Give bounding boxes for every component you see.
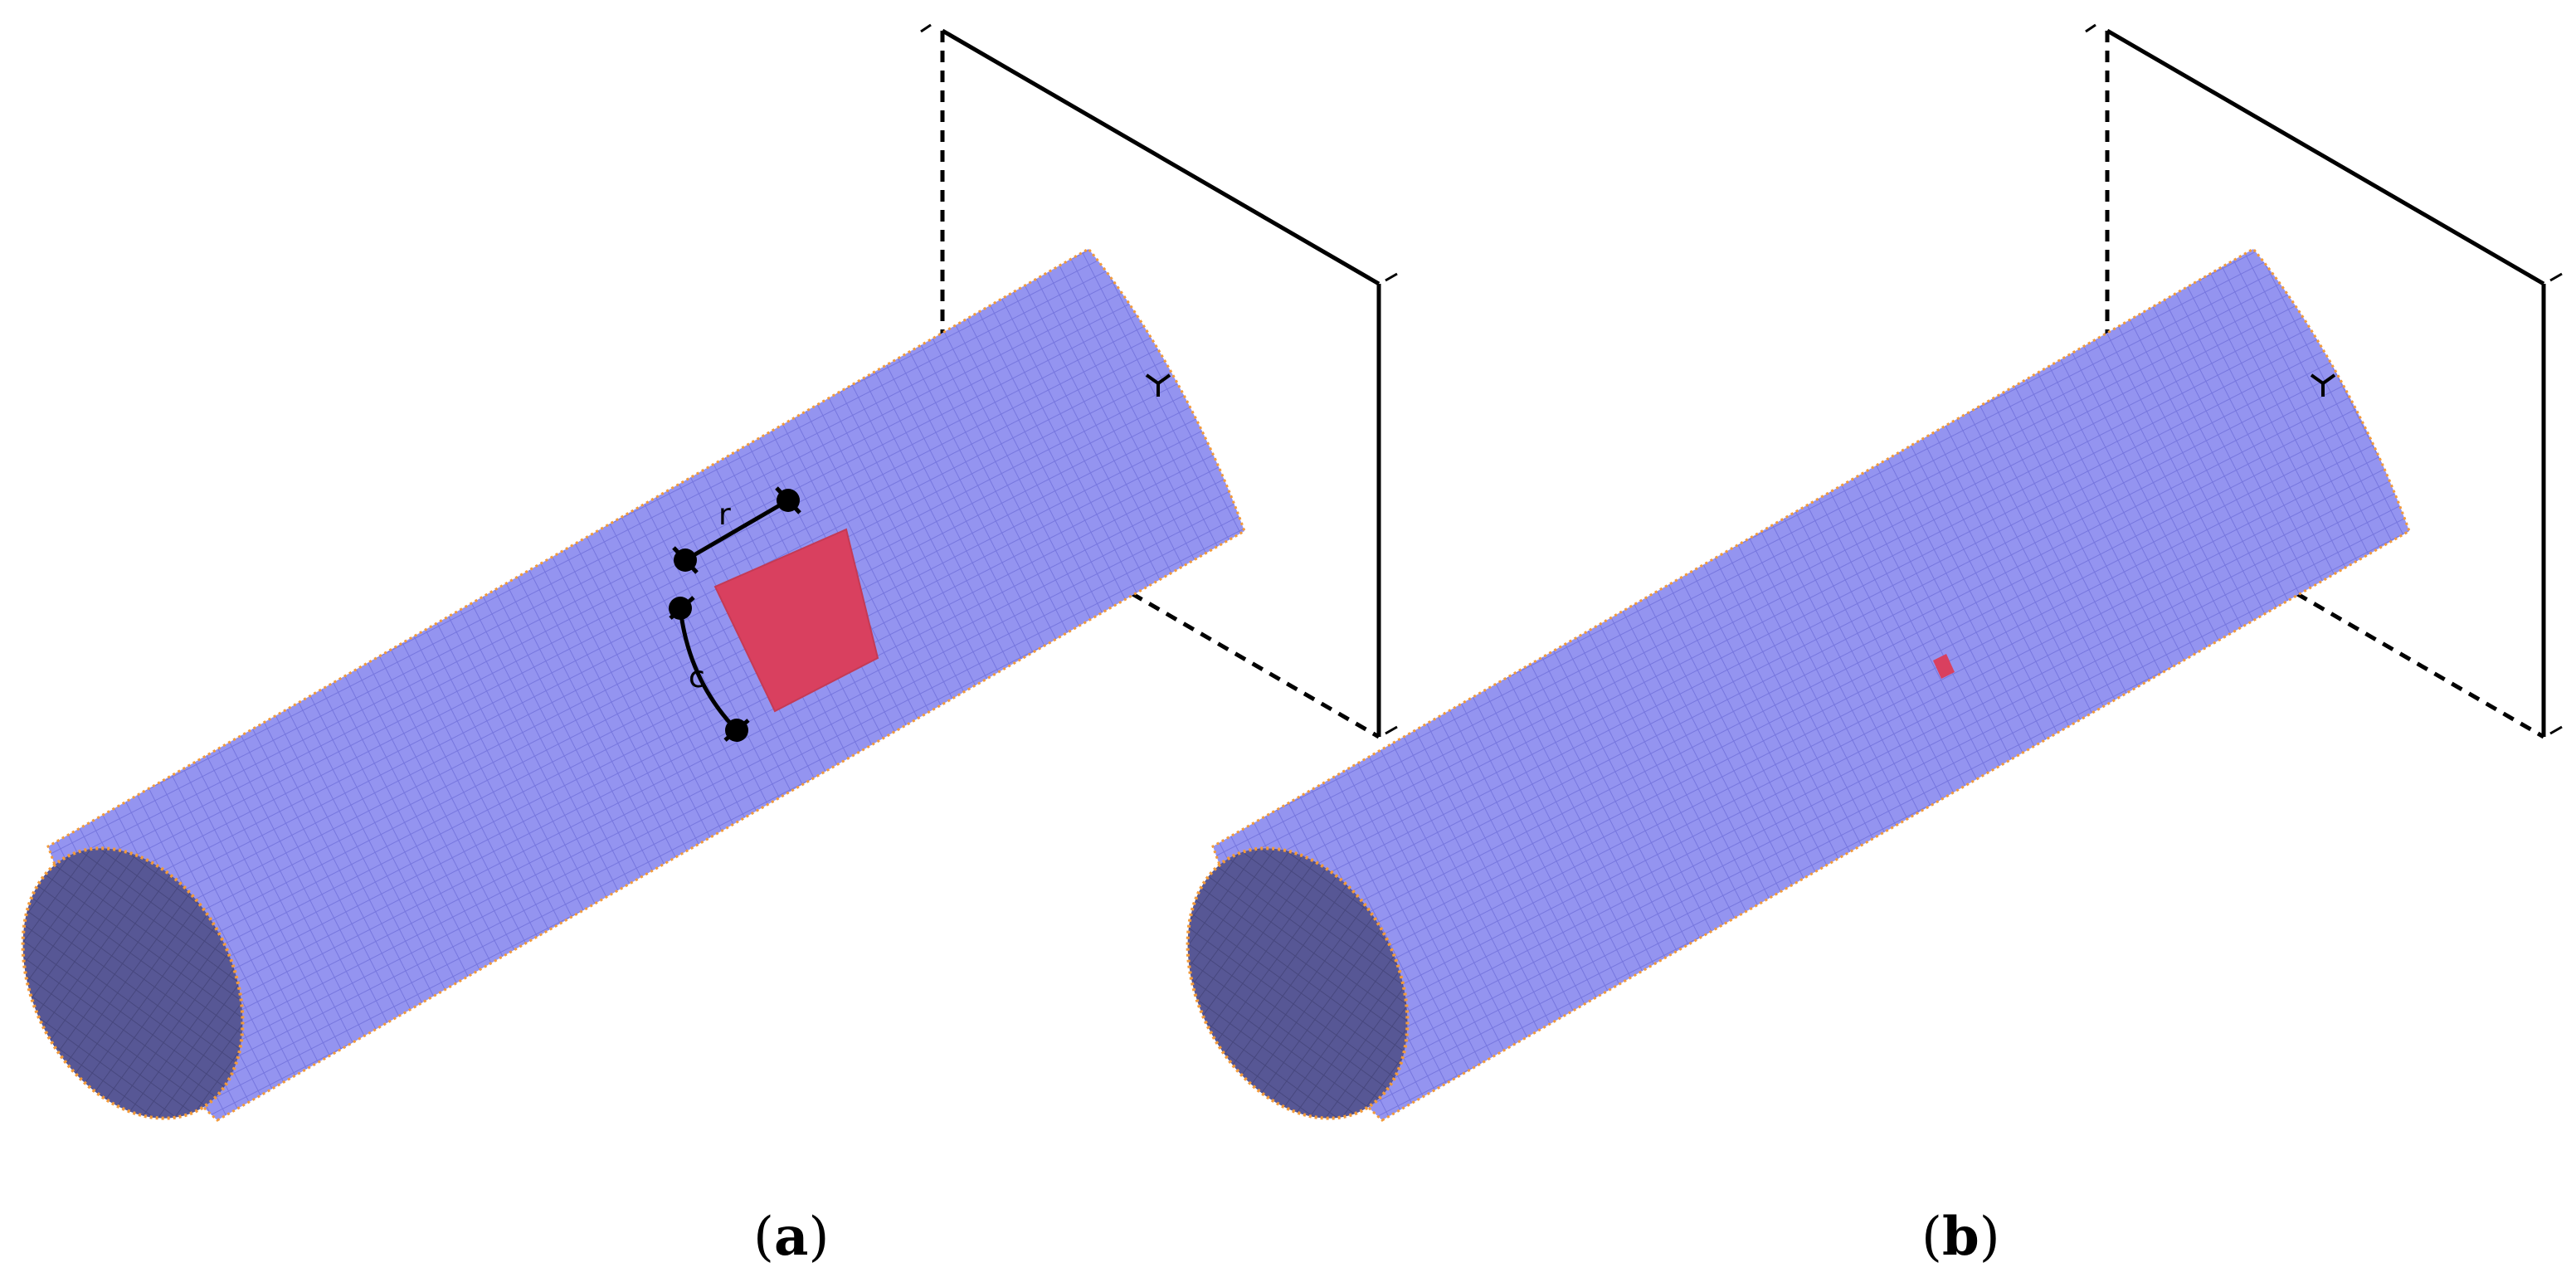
- damage-patch-a: [713, 528, 879, 713]
- triad-icon-a: [1145, 373, 1171, 397]
- panel-b: (b): [1186, 23, 2563, 1268]
- c-label: c: [689, 661, 705, 695]
- c-start-marker: [669, 597, 692, 620]
- r-end-marker: [777, 489, 800, 512]
- cylinder-mesh-b: [1186, 247, 2411, 1122]
- support-frame-a-front: [920, 23, 1398, 737]
- cylinder-open-end-b: [1186, 846, 1410, 1120]
- r-start-marker: [674, 548, 697, 572]
- caption-b: (b): [1921, 1206, 2000, 1268]
- r-label: r: [718, 498, 731, 532]
- support-frame-b-front: [2085, 23, 2563, 737]
- panel-a: r c (a): [21, 23, 1398, 1268]
- triad-icon-b: [2310, 373, 2336, 397]
- dimension-markers: [669, 489, 800, 742]
- cylinder-open-end-a: [21, 846, 245, 1120]
- caption-a: (a): [753, 1206, 829, 1268]
- damage-patch-b: [1933, 654, 1955, 679]
- cylinder-mesh-a: [21, 247, 1246, 1122]
- c-end-marker: [725, 719, 748, 742]
